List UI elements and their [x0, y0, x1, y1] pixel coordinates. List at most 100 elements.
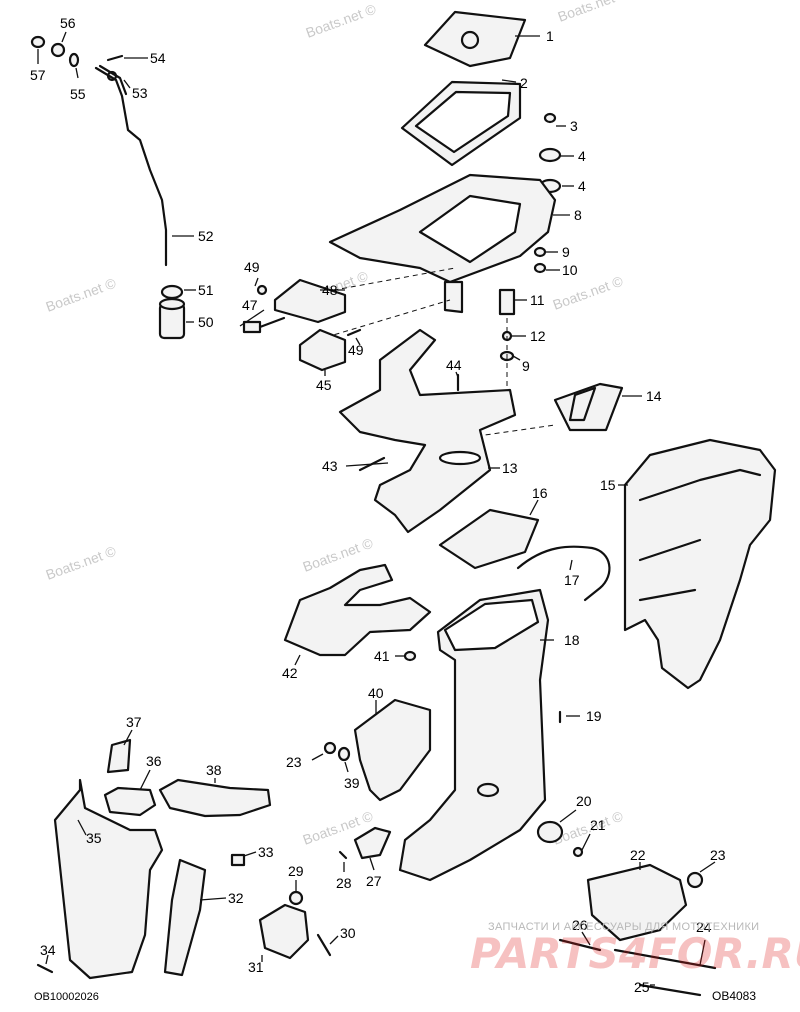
diagram-code-left: OB10002026: [34, 991, 99, 1003]
block-31: [258, 903, 310, 960]
bolt-26: [558, 938, 602, 952]
clip-33: [230, 853, 246, 867]
lower-right-group: [558, 863, 717, 997]
middle-right-group: [438, 508, 611, 602]
steering-bracket-group: [338, 328, 624, 534]
upper-mount-group: [328, 10, 562, 362]
nut-23b: [686, 871, 704, 889]
bracket-42-group: [283, 563, 432, 662]
label-4: 4: [578, 178, 586, 194]
seal-ring-2-inner: [414, 90, 512, 154]
housing-35: [53, 778, 164, 980]
footer-group: ЗАПЧАСТИ И АКСЕССУАРЫ ДЛЯ МОТОТЕХНИКИ PA…: [34, 921, 800, 1003]
label-13: 13: [502, 460, 518, 476]
steering-bracket-13: [338, 328, 517, 534]
bushing-50-top: [158, 297, 186, 311]
label-25: 25: [634, 979, 650, 995]
screw-3: [543, 112, 557, 124]
shift-rod-52: [94, 66, 168, 267]
strip-32: [163, 858, 207, 977]
gasket-16: [438, 508, 540, 570]
label-39: 39: [344, 775, 360, 791]
label-27: 27: [366, 873, 382, 889]
label-23: 23: [710, 847, 726, 863]
midsection-group: [398, 588, 584, 882]
label-1: 1: [546, 28, 554, 44]
label-34: 34: [40, 942, 56, 958]
cover-15-rib: [638, 588, 697, 602]
label-44: 44: [446, 357, 462, 373]
washer-10: [533, 262, 547, 274]
pad-14-inner: [568, 386, 597, 422]
label-10: 10: [562, 262, 578, 278]
shop-brand-logo: PARTS4FOR.RU: [470, 929, 800, 978]
label-29: 29: [288, 863, 304, 879]
label-42: 42: [282, 665, 298, 681]
watermark: Boats.net ©: [44, 542, 119, 582]
label-49: 49: [348, 342, 364, 358]
shop-banner-text: ЗАПЧАСТИ И АКСЕССУАРЫ ДЛЯ МОТОТЕХНИКИ: [488, 921, 759, 933]
label-20: 20: [576, 793, 592, 809]
label-53: 53: [132, 85, 148, 101]
leader-lines: [37, 31, 716, 986]
label-17: 17: [564, 572, 580, 588]
label-49: 49: [244, 259, 260, 275]
label-16: 16: [532, 485, 548, 501]
label-2: 2: [520, 75, 528, 91]
exhaust-housing-8-post: [443, 280, 464, 314]
label-8: 8: [574, 207, 582, 223]
label-35: 35: [86, 830, 102, 846]
screw-34: [36, 963, 54, 974]
label-37: 37: [126, 714, 142, 730]
washer-39: [337, 746, 351, 762]
washer-55: [68, 52, 80, 68]
label-11: 11: [530, 292, 545, 308]
label-12: 12: [530, 328, 546, 344]
bolt-47-head: [242, 320, 262, 334]
label-23: 23: [286, 754, 302, 770]
label-57: 57: [30, 67, 46, 83]
pin-54: [106, 54, 124, 62]
label-56: 56: [60, 15, 76, 31]
screw-49b: [346, 328, 362, 337]
label-4: 4: [578, 148, 586, 164]
cover-15: [623, 438, 777, 690]
left-cluster-group: [323, 698, 432, 860]
screw-28: [338, 850, 348, 860]
label-9: 9: [522, 358, 530, 374]
shift-rod-52-end: [98, 64, 128, 96]
clamp-27: [353, 826, 392, 860]
screw-49: [256, 284, 268, 296]
block-38: [158, 778, 272, 818]
label-47: 47: [242, 297, 258, 313]
label-51: 51: [198, 282, 214, 298]
sleeve-11: [498, 288, 516, 316]
nut-56: [50, 42, 66, 58]
label-30: 30: [340, 925, 356, 941]
label-18: 18: [564, 632, 580, 648]
label-24: 24: [696, 919, 712, 935]
label-43: 43: [322, 458, 338, 474]
nut-51: [160, 284, 184, 300]
bracket-42: [283, 563, 432, 657]
label-40: 40: [368, 685, 384, 701]
label-19: 19: [586, 708, 602, 724]
label-48: 48: [322, 282, 338, 298]
label-50: 50: [198, 314, 214, 330]
tube-17: [516, 545, 611, 602]
midsection-18: [398, 588, 550, 882]
lower-left-group: [36, 738, 272, 980]
bracket-group: [242, 278, 362, 372]
clip-37: [106, 738, 132, 774]
nut-29: [288, 890, 304, 906]
screw-41: [403, 650, 417, 662]
bracket-45: [298, 328, 347, 372]
dashed-guide: [299, 299, 451, 346]
label-9: 9: [562, 244, 570, 260]
screw-30: [316, 933, 332, 957]
label-54: 54: [150, 50, 166, 66]
label-38: 38: [206, 762, 222, 778]
cover-15-rib: [638, 538, 702, 562]
midsection-18-hole: [476, 782, 500, 798]
